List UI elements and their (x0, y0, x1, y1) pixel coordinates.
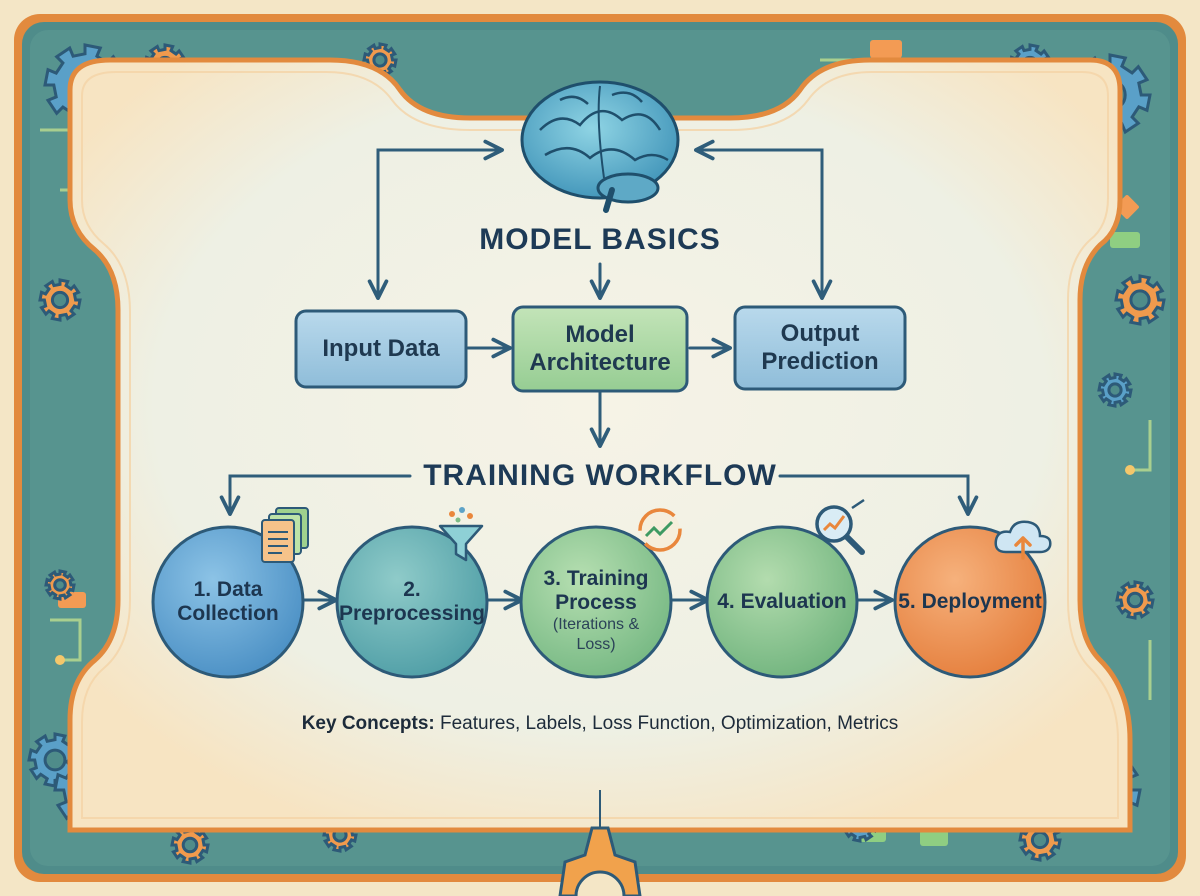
gear-hub (181, 836, 199, 854)
step-1-line1: 1. Data (193, 578, 263, 601)
funnel-icon (438, 507, 484, 562)
input-data-label: Input Data (322, 335, 440, 362)
step-5-line1: 5. Deployment (898, 590, 1042, 613)
refresh-chart-icon (638, 508, 682, 552)
step-2-line2: Preprocessing (339, 602, 485, 625)
step-3-line2: Process (555, 591, 637, 614)
step-5-label: 5. Deployment (898, 584, 1042, 620)
step-1-label: 1. Data Collection (168, 566, 288, 638)
key-concepts: Key Concepts: Features, Labels, Loss Fun… (240, 708, 960, 740)
key-concepts-label: Key Concepts: (301, 713, 435, 734)
model-architecture-box (511, 305, 689, 393)
gear-hub (1126, 591, 1144, 609)
step-circle-1 (151, 525, 305, 679)
gear-hub (1129, 289, 1151, 311)
model-basics-title: MODEL BASICS (479, 223, 721, 256)
gear-hub (1107, 382, 1123, 398)
output-prediction-line2: Prediction (761, 348, 879, 375)
gear-hub (53, 578, 67, 592)
model-basics-arrows (219, 139, 979, 611)
cloud-upload-icon (994, 520, 1052, 560)
gear-hub (50, 290, 70, 310)
output-prediction-label: Output Prediction (735, 307, 905, 389)
bottom-gear-icon (558, 790, 642, 896)
brain-icon (520, 80, 680, 213)
model-architecture-label: Model Architecture (513, 307, 687, 391)
gear-hub (372, 52, 388, 68)
gear-hub (43, 748, 67, 772)
step-3-sub1: (Iterations & (552, 616, 640, 633)
gear-hub (1030, 830, 1050, 850)
step-4-label: 4. Evaluation (710, 584, 854, 620)
step-1-line2: Collection (177, 602, 279, 625)
model-architecture-line2: Architecture (529, 349, 671, 376)
key-concepts-items: Features, Labels, Loss Function, Optimiz… (440, 713, 899, 734)
documents-icon (261, 507, 309, 563)
step-circle-4 (705, 525, 859, 679)
magnifier-chart-icon (815, 498, 865, 555)
output-prediction-box (733, 305, 907, 391)
output-prediction-line1: Output (780, 320, 860, 347)
step-3-label: 3. Training Process (Iterations & Loss) (532, 560, 660, 662)
step-circle-2 (335, 525, 489, 679)
step-4-line1: 4. Evaluation (717, 590, 847, 613)
input-data-box (294, 309, 468, 389)
step-3-line1: 3. Training (543, 567, 649, 590)
training-workflow-title: TRAINING WORKFLOW (423, 459, 777, 492)
model-architecture-line1: Model (565, 321, 635, 348)
step-2-label: 2. Preprocessing (339, 566, 485, 638)
step-2-line1: 2. (403, 578, 421, 601)
step-3-sub2: Loss) (576, 636, 616, 653)
step-circle-3 (519, 525, 673, 679)
step-circle-5 (893, 525, 1047, 679)
step-circles (151, 525, 1047, 679)
